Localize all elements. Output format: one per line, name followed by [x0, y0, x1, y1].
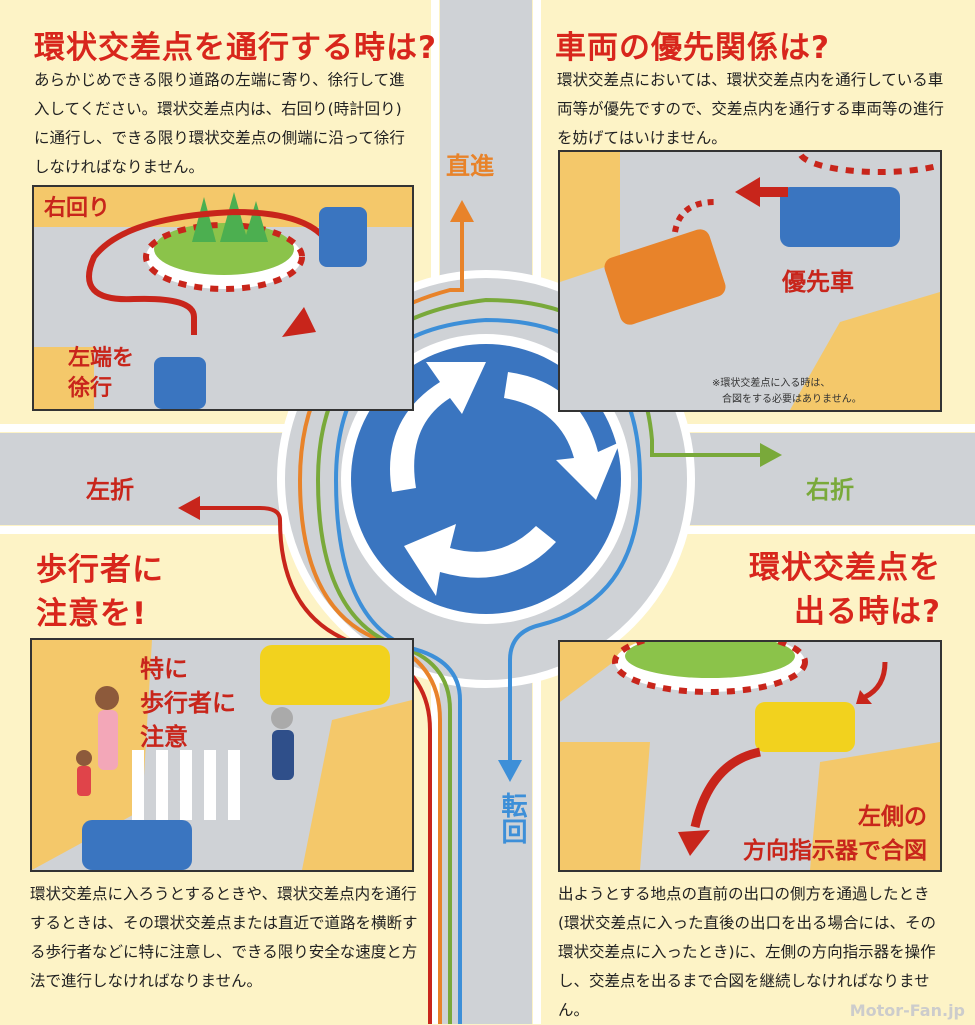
illustration-clockwise [32, 185, 414, 411]
note-line-1: ※環状交差点に入る時は、 [712, 378, 831, 389]
signal-line-1: 左側の [858, 804, 927, 830]
panel-title-priority: 車両の優先関係は? [555, 30, 830, 66]
panel-text-entering: あらかじめできる限り道路の左端に寄り、徐行して進入してください。環状交差点内は、… [34, 71, 405, 176]
exit-title-line-2: 出る時は? [794, 594, 941, 630]
panel-text-priority: 環状交差点においては、環状交差点内を通行している車両等が優先ですので、交差点内を… [557, 71, 944, 147]
illustration-priority [558, 150, 942, 412]
illustration-pedestrians [30, 638, 414, 872]
label-left-signal: 左側の 方向指示器で合図 [743, 800, 927, 868]
label-slow-down: 徐行 [68, 376, 113, 401]
title-line-1: 歩行者に [36, 552, 164, 588]
pedestrian-line-2: 歩行者に [140, 689, 236, 717]
note-line-2: 合図をする必要はありません。 [722, 394, 862, 405]
label-straight: 直進 [446, 152, 494, 180]
panel-text-exiting: 出ようとする地点の直前の出口の側方を通過したとき(環状交差点に入った直後の出口を… [558, 885, 937, 1019]
label-clockwise: 右回り [44, 196, 111, 221]
panel-title-pedestrians: 歩行者に 注意を! [36, 548, 236, 636]
label-keep-left: 左端を [68, 346, 135, 371]
left-turn-path [200, 506, 432, 1024]
illustration-exiting [558, 640, 942, 872]
watermark: Motor-Fan.jp [849, 1001, 965, 1020]
signal-line-2: 方向指示器で合図 [743, 838, 927, 864]
panel-title-exiting: 環状交差点を 出る時は? [749, 546, 941, 634]
label-especially-pedestrians: 特に 歩行者に 注意 [140, 652, 236, 754]
title-line-2: 注意を! [36, 596, 148, 632]
label-right-turn: 右折 [806, 476, 854, 504]
panel-title-entering: 環状交差点を通行する時は? [34, 30, 437, 66]
circular-arrows-icon [390, 362, 620, 596]
car-icon [319, 207, 367, 267]
label-left-turn: 左折 [86, 476, 134, 504]
panel-text-pedestrians: 環状交差点に入ろうとするときや、環状交差点内を通行するときは、その環状交差点また… [30, 885, 418, 990]
label-priority-car: 優先車 [782, 268, 854, 296]
exit-title-line-1: 環状交差点を [749, 550, 941, 586]
pedestrian-line-3: 注意 [140, 723, 188, 751]
note-signal: ※環状交差点に入る時は、 合図をする必要はありません。 [712, 376, 862, 408]
pedestrian-line-1: 特に [140, 655, 188, 683]
label-u-turn: 転回 [497, 792, 527, 844]
